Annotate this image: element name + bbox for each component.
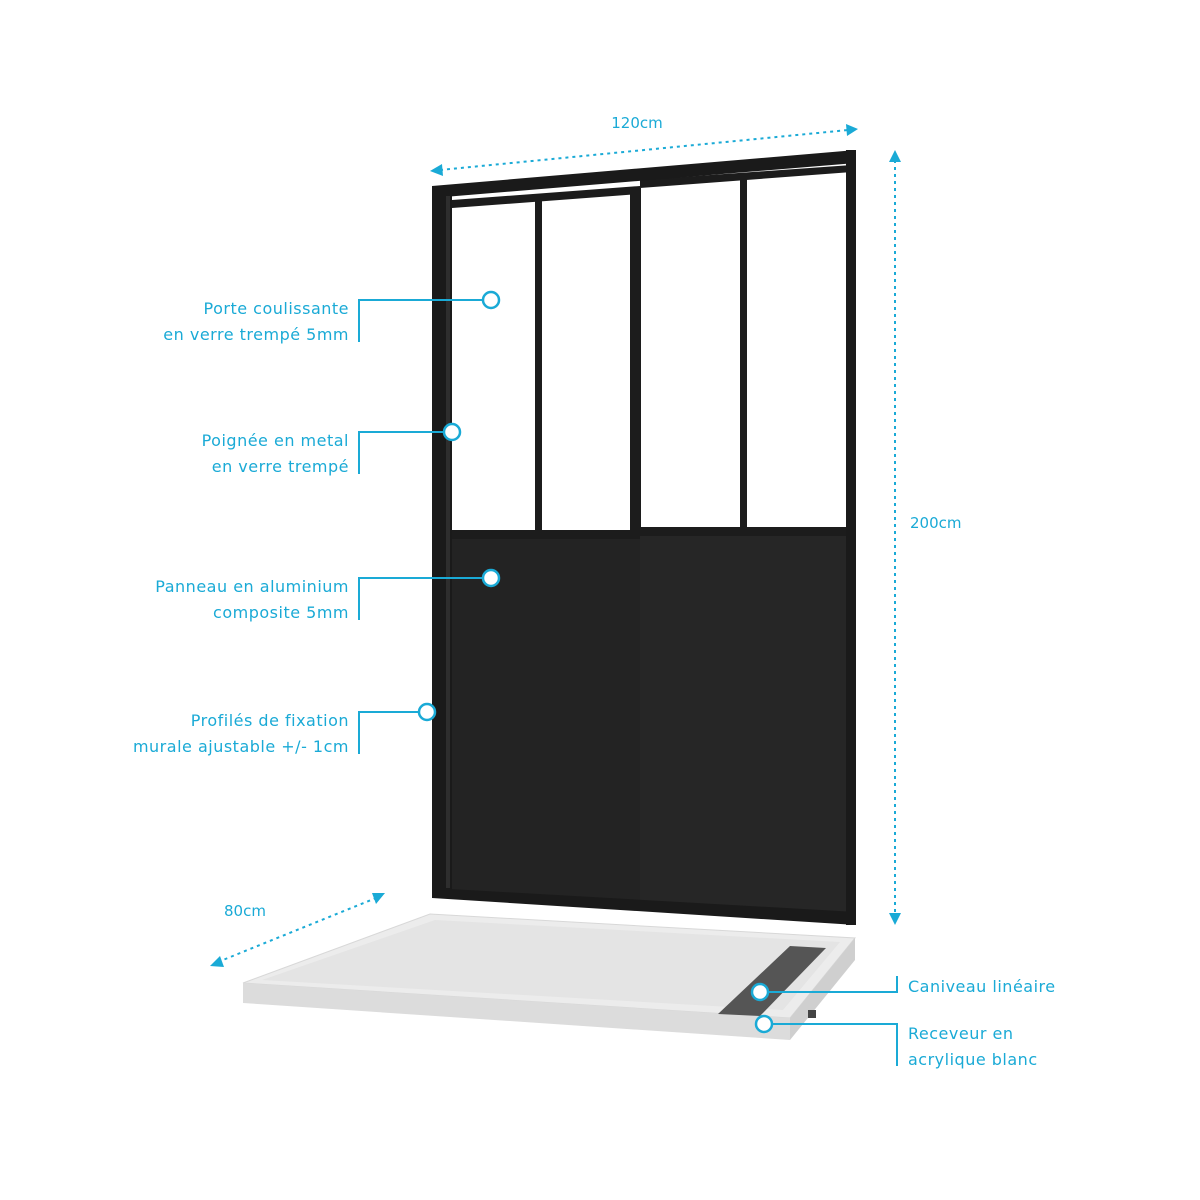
callout-marker — [442, 422, 462, 442]
callout-marker — [750, 982, 770, 1002]
callout-sliding-door: Porte coulissante en verre trempé 5mm — [163, 290, 501, 344]
callout-text: en verre trempé 5mm — [163, 325, 349, 344]
callout-text: en verre trempé — [212, 457, 349, 476]
dimension-width: 120cm — [430, 114, 858, 176]
callout-handle: Poignée en metal en verre trempé — [202, 422, 462, 476]
callout-text: murale ajustable +/- 1cm — [133, 737, 349, 756]
height-label: 200cm — [910, 514, 962, 532]
callout-wall-profile: Profilés de fixation murale ajustable +/… — [133, 702, 437, 756]
callout-text: acrylique blanc — [908, 1050, 1038, 1069]
callout-text: Caniveau linéaire — [908, 977, 1056, 996]
callout-tray: Receveur en acrylique blanc — [754, 1014, 1038, 1069]
callout-drain: Caniveau linéaire — [750, 976, 1056, 1002]
callout-text: composite 5mm — [213, 603, 349, 622]
callout-text: Receveur en — [908, 1024, 1013, 1043]
shower-door — [432, 150, 856, 925]
callout-text: Panneau en aluminium — [155, 577, 349, 596]
dimension-height: 200cm — [889, 150, 962, 925]
dimension-depth: 80cm — [210, 893, 385, 967]
callout-marker — [754, 1014, 774, 1034]
aluminium-panel-left — [452, 534, 640, 905]
width-label: 120cm — [611, 114, 663, 132]
shower-tray — [242, 913, 857, 1040]
callout-text: Porte coulissante — [204, 299, 350, 318]
callout-text: Poignée en metal — [202, 431, 349, 450]
linear-drain — [718, 946, 826, 1016]
depth-label: 80cm — [224, 902, 266, 920]
callout-panel: Panneau en aluminium composite 5mm — [155, 568, 501, 622]
callout-marker — [481, 290, 501, 310]
callout-marker — [481, 568, 501, 588]
callout-text: Profilés de fixation — [191, 711, 349, 730]
callout-marker — [417, 702, 437, 722]
top-rail — [432, 150, 856, 198]
bottom-rail — [432, 888, 856, 925]
aluminium-panel-right — [640, 530, 852, 918]
